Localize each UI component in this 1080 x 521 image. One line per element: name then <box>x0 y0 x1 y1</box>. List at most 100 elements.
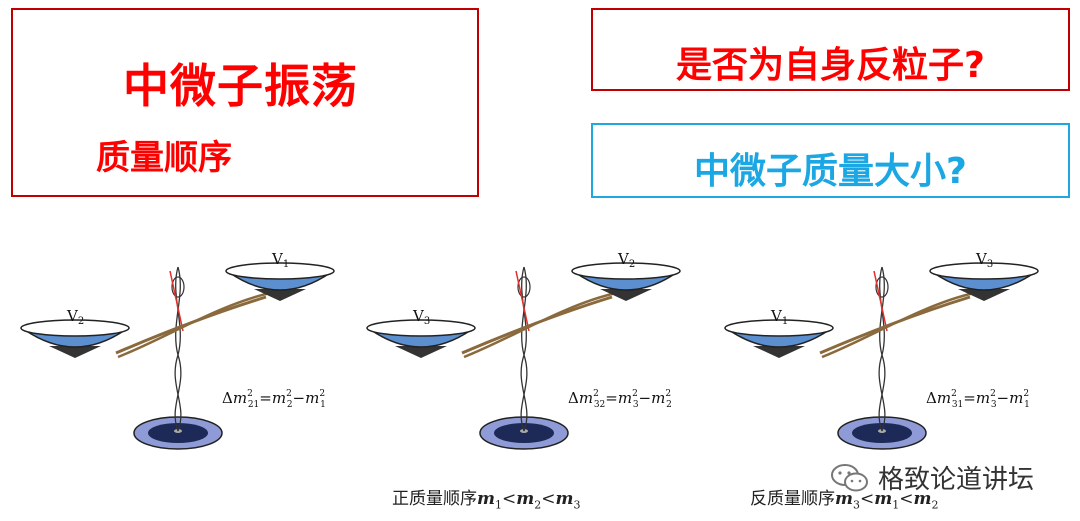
right-pan-label-sub: 3 <box>987 259 993 270</box>
equation-part: = <box>259 389 272 407</box>
equation-part: m <box>651 389 665 407</box>
right-pan-label-sub: 2 <box>629 259 635 270</box>
equation-part: m <box>233 389 247 407</box>
balance-rope-b <box>821 291 975 359</box>
left-pan-label-sub: 1 <box>782 316 788 327</box>
left-pan-label: V1 <box>770 307 788 327</box>
left-pan-base <box>49 346 101 358</box>
equation-part: − <box>639 389 652 407</box>
left-pan-label: V2 <box>66 307 84 327</box>
balance-rope-a <box>115 295 267 355</box>
left-pan-rim <box>366 319 476 337</box>
equation-part: 3 <box>991 400 997 410</box>
right-pan-base <box>254 289 306 301</box>
right-pan-base <box>600 289 652 301</box>
right-pan-rim <box>225 262 335 280</box>
equation-part: 2 <box>990 389 996 399</box>
equation-part: − <box>293 389 306 407</box>
watermark: 格致论道讲坛 <box>830 459 1034 496</box>
equation-part: 2 <box>286 389 292 399</box>
antiparticle-box: 是否为自身反粒子? <box>591 8 1070 91</box>
equation-part: = <box>605 389 618 407</box>
equation-part: 3 <box>633 400 639 410</box>
equation-part: 2 <box>319 389 325 399</box>
right-pan-rim <box>571 262 681 280</box>
equation-part: 31 <box>952 400 963 410</box>
left-pan-base <box>395 346 447 358</box>
mass-order-subtitle: 质量顺序 <box>96 138 232 178</box>
watermark-text: 格致论道讲坛 <box>878 465 1035 495</box>
left-pan-label-sub: 3 <box>424 316 430 327</box>
equation-part: m <box>579 389 593 407</box>
equation-part: − <box>997 389 1010 407</box>
equation-part: m <box>272 389 286 407</box>
left-pan-rim <box>20 319 130 337</box>
equation-part: m <box>976 389 990 407</box>
equation-part: 1 <box>320 400 326 410</box>
equation-part: Δ <box>926 389 937 407</box>
balance-rope-a <box>819 295 971 355</box>
right-pan: V1 <box>225 250 335 301</box>
balance-stand-loop <box>875 276 889 298</box>
mass-size-box: 中微子质量大小? <box>591 123 1070 198</box>
inverted-order-label: 反质量顺序 <box>750 489 835 509</box>
balance-rope-a <box>461 295 613 355</box>
equation-part: Δ <box>222 389 233 407</box>
balance-stand-b <box>520 266 528 432</box>
balance-stand-loop <box>517 276 531 298</box>
equation-part: = <box>963 389 976 407</box>
antiparticle-question: 是否为自身反粒子? <box>676 45 985 86</box>
normal-order-label: 正质量顺序 <box>392 489 477 509</box>
right-pan: V2 <box>571 250 681 301</box>
right-pan-base <box>958 289 1010 301</box>
equation-part: 2 <box>1023 389 1029 399</box>
left-pan: V1 <box>724 307 834 358</box>
equation-part: 2 <box>951 389 957 399</box>
equation-part: 2 <box>666 400 672 410</box>
right-pan-rim <box>929 262 1039 280</box>
equation-part: 2 <box>632 389 638 399</box>
mass-size-question: 中微子质量大小? <box>694 151 967 192</box>
left-pan: V3 <box>366 307 476 358</box>
balance-rope-b <box>463 291 617 359</box>
balance-stand-b <box>174 266 182 432</box>
inverted-order-caption: 反质量顺序m3<m1<m2 <box>750 489 939 512</box>
oscillation-box: 中微子振荡 质量顺序 <box>11 8 479 197</box>
right-pan-label: V2 <box>617 250 635 270</box>
wechat-icon <box>831 463 868 491</box>
balance-rope-b <box>117 291 271 359</box>
equation-part: 2 <box>593 389 599 399</box>
balance-pointer <box>873 270 888 332</box>
equation-part: 2 <box>287 400 293 410</box>
balance-pointer <box>515 270 530 332</box>
equation-part: 2 <box>665 389 671 399</box>
equation-part: m <box>618 389 632 407</box>
normal-order-caption: 正质量顺序m1<m2<m3 <box>392 489 581 512</box>
left-pan-rim <box>724 319 834 337</box>
equation-part: 32 <box>594 400 605 410</box>
equation-part: m <box>937 389 951 407</box>
balance-stand-loop <box>171 276 185 298</box>
left-pan: V2 <box>20 307 130 358</box>
equation-part: 1 <box>1024 400 1030 410</box>
equation-part: Δ <box>568 389 579 407</box>
equation-part: m <box>305 389 319 407</box>
left-pan-base <box>753 346 805 358</box>
balance-pointer <box>169 270 184 332</box>
left-pan-label-sub: 2 <box>78 316 84 327</box>
right-pan: V3 <box>929 250 1039 301</box>
right-pan-label-sub: 1 <box>283 259 289 270</box>
right-pan-label: V1 <box>271 250 289 270</box>
left-pan-label: V3 <box>412 307 430 327</box>
equation-part: 2 <box>247 389 253 399</box>
right-pan-label: V3 <box>975 250 993 270</box>
oscillation-title: 中微子振荡 <box>123 59 358 113</box>
balance-stand-b <box>878 266 886 432</box>
